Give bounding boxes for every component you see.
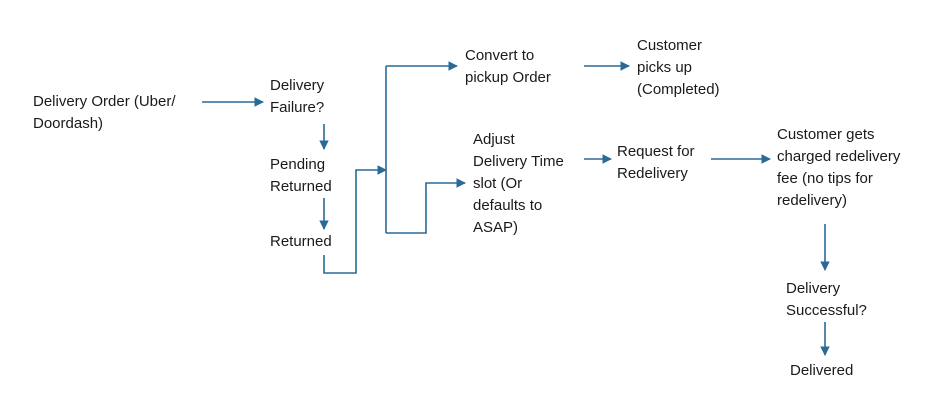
node-delivery-failure: Delivery Failure? [270, 77, 325, 116]
node-delivered: Delivered [790, 362, 854, 379]
node-customer-picks-up: Customer picks up (Completed) [637, 37, 720, 98]
node-returned: Returned [270, 233, 332, 250]
arrow-branch-to-adjust [386, 178, 466, 234]
node-convert-pickup: Convert to pickup Order [465, 47, 551, 86]
node-adjust-delivery-time: Adjust Delivery Time slot (Or defaults t… [473, 131, 564, 236]
node-charged-redelivery-fee: Customer gets charged redelivery fee (no… [777, 126, 901, 209]
node-delivery-successful: Delivery Successful? [786, 280, 867, 319]
connector-returned-to-branch [323, 165, 387, 274]
node-request-redelivery: Request for Redelivery [617, 143, 695, 182]
node-delivery-order: Delivery Order (Uber/ Doordash) [33, 93, 176, 132]
node-pending-returned: Pending Returned [270, 156, 332, 195]
